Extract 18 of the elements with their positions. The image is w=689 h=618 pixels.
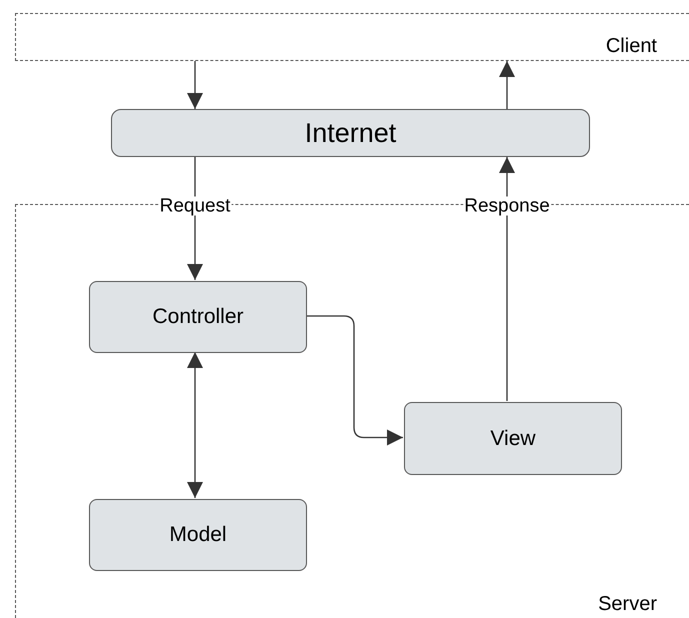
edge-label: Request bbox=[158, 196, 232, 216]
process-box bbox=[111, 109, 590, 157]
arrow bbox=[499, 61, 515, 109]
box-label: View bbox=[490, 426, 536, 452]
process-box bbox=[404, 402, 622, 475]
process-box bbox=[89, 281, 307, 353]
region-label: Server bbox=[598, 594, 657, 614]
arrow bbox=[306, 315, 403, 446]
process-box bbox=[89, 499, 307, 571]
box-label: Controller bbox=[152, 304, 244, 330]
edge-label: Response bbox=[463, 196, 551, 216]
arrow bbox=[187, 61, 203, 109]
dashed-region bbox=[15, 13, 689, 61]
arrow bbox=[187, 352, 203, 498]
region-label: Client bbox=[606, 36, 657, 56]
arrow bbox=[499, 157, 515, 401]
box-label: Internet bbox=[304, 116, 396, 150]
box-label: Model bbox=[169, 522, 227, 548]
